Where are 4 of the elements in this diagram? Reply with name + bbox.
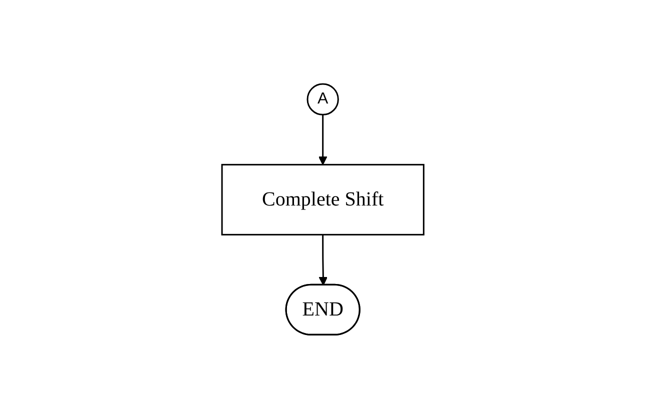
node-box: Complete Shift (220, 164, 424, 236)
arrow (318, 114, 327, 165)
arrow (318, 234, 328, 286)
node-circle: A (306, 82, 339, 116)
